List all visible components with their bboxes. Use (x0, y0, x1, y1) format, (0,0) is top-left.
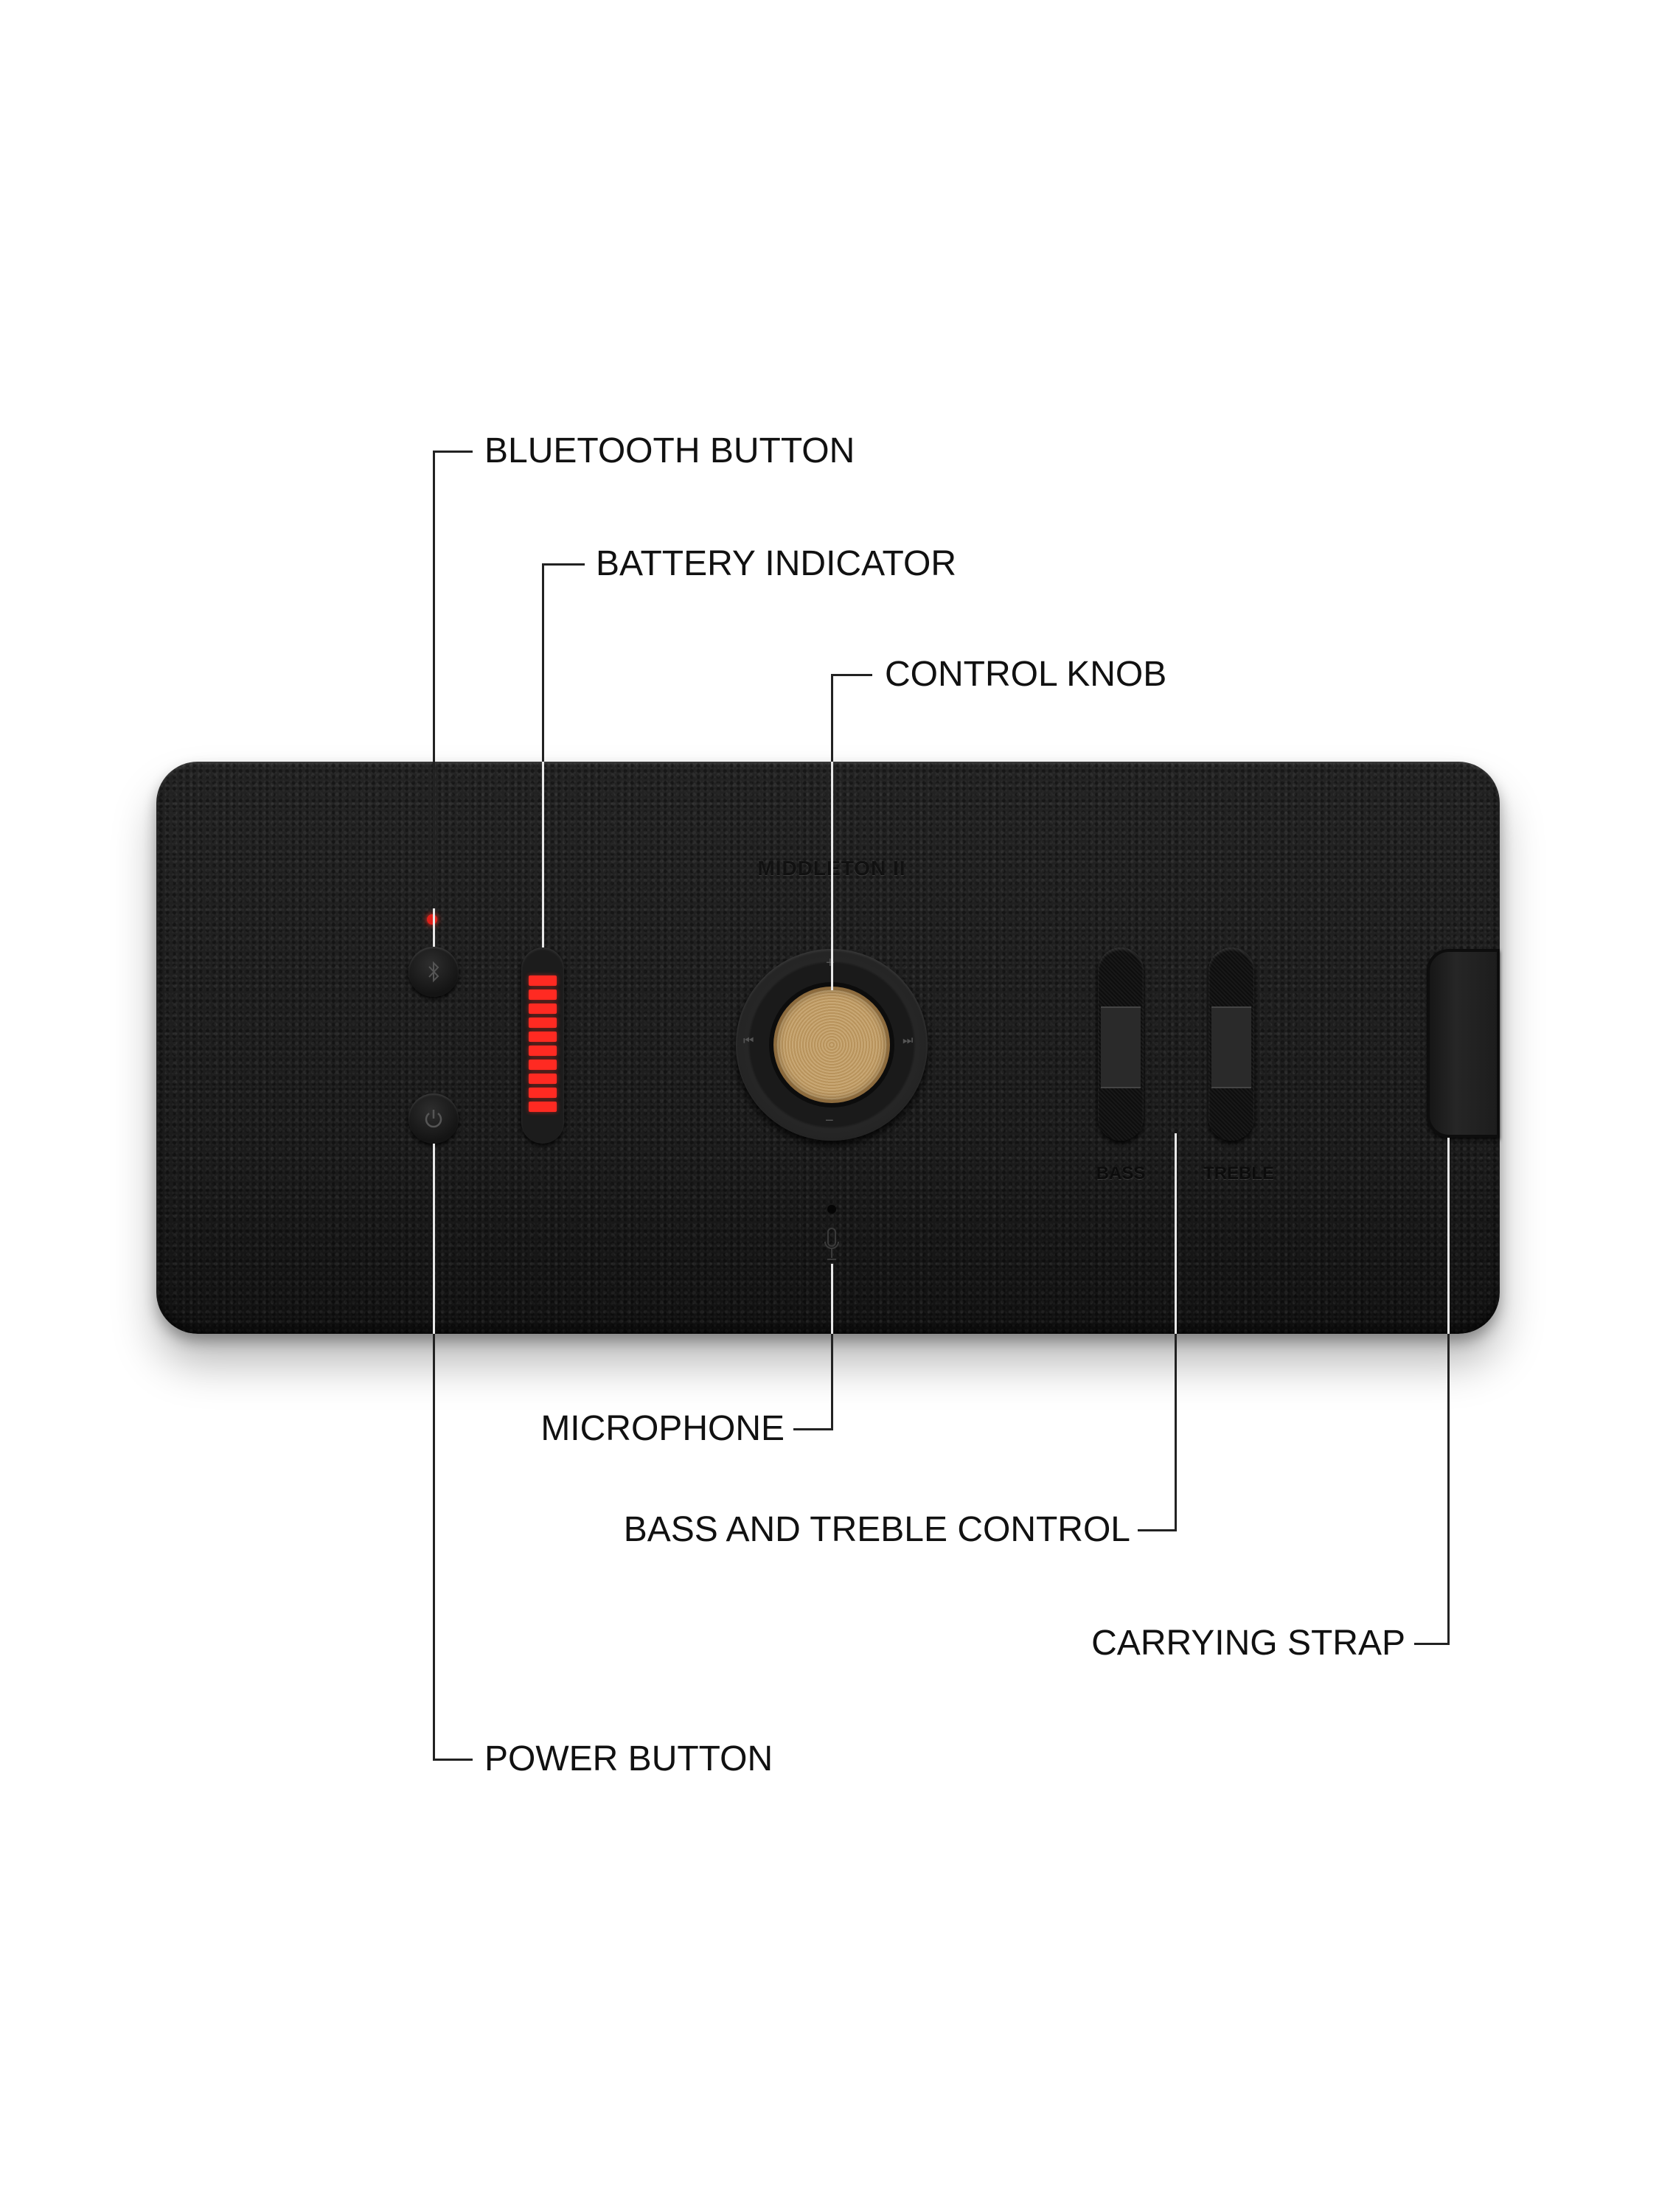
treble-label: TREBLE (1203, 1164, 1274, 1183)
bass-slider-thumb[interactable] (1101, 1006, 1141, 1088)
callout-line-mic (831, 1334, 833, 1430)
battery-indicator (521, 947, 564, 1144)
callout-line-mic-inner (831, 1264, 833, 1334)
callout-stub-battery (542, 563, 585, 566)
callout-stub-power (433, 1759, 473, 1761)
callout-battery-indicator: BATTERY INDICATOR (596, 544, 956, 583)
previous-track-icon: ⏮ (743, 1034, 754, 1047)
volume-down-icon: − (825, 1113, 834, 1129)
battery-segment (529, 1102, 557, 1112)
callout-stub-bluetooth (433, 451, 473, 453)
battery-segment (529, 990, 557, 1000)
bluetooth-icon (428, 961, 439, 983)
callout-line-strap-inner (1447, 1138, 1450, 1334)
battery-segment (529, 1060, 557, 1070)
treble-slider-thumb[interactable] (1211, 1006, 1251, 1088)
callout-line-bass (1175, 1334, 1177, 1531)
callout-line-strap (1447, 1334, 1450, 1644)
callout-line-bluetooth (433, 451, 435, 908)
battery-segment (529, 1004, 557, 1014)
callout-stub-bass (1138, 1529, 1177, 1531)
callout-carrying-strap: CARRYING STRAP (1091, 1624, 1405, 1663)
callout-bass-treble-control: BASS AND TREBLE CONTROL (623, 1510, 1130, 1549)
callout-stub-knob (831, 674, 872, 676)
bass-label: BASS (1096, 1164, 1146, 1183)
bluetooth-button[interactable] (408, 947, 459, 997)
treble-slider[interactable] (1208, 947, 1254, 1141)
battery-segment (529, 1032, 557, 1042)
callout-microphone: MICROPHONE (540, 1409, 785, 1448)
knob-well (769, 982, 894, 1107)
bluetooth-led (427, 914, 437, 925)
callout-control-knob: CONTROL KNOB (885, 655, 1167, 694)
battery-segment (529, 1074, 557, 1084)
callout-line-battery-inner (542, 762, 544, 947)
battery-segment (529, 975, 557, 986)
power-icon (425, 1110, 442, 1128)
callout-power-button: POWER BUTTON (484, 1739, 773, 1778)
battery-segment (529, 1046, 557, 1056)
callout-line-bluetooth-inner (433, 908, 435, 947)
callout-stub-strap (1414, 1643, 1450, 1645)
callout-stub-mic (793, 1428, 833, 1430)
microphone-icon (824, 1228, 839, 1260)
bass-slider[interactable] (1098, 947, 1144, 1141)
battery-segment (529, 1018, 557, 1028)
battery-segment (529, 1088, 557, 1098)
callout-line-power (433, 1334, 435, 1761)
carrying-strap (1427, 949, 1500, 1138)
volume-up-icon: + (826, 955, 835, 971)
knob-cap[interactable] (776, 990, 887, 1100)
control-knob[interactable]: + − ⏮ ⏭ (736, 949, 928, 1141)
callout-line-knob (831, 675, 833, 762)
callout-line-battery (542, 564, 544, 762)
callout-line-knob-inner (831, 762, 833, 990)
callout-line-power-inner (433, 1144, 435, 1334)
callout-bluetooth-button: BLUETOOTH BUTTON (484, 431, 855, 470)
power-button[interactable] (408, 1093, 459, 1144)
next-track-icon: ⏭ (902, 1034, 914, 1047)
callout-line-bass-inner (1175, 1133, 1177, 1334)
microphone-hole (827, 1205, 836, 1214)
